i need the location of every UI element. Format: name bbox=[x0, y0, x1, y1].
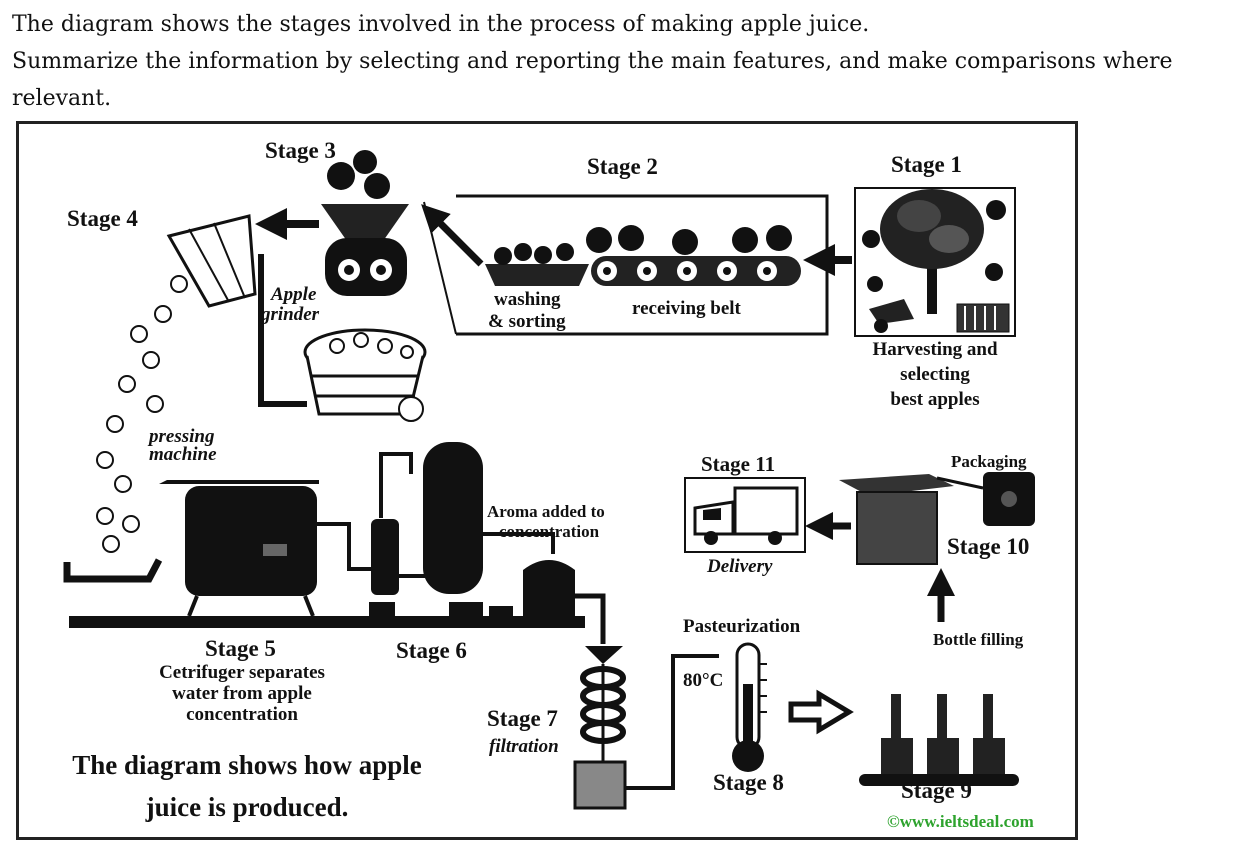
stage10-caption: Packaging bbox=[951, 452, 1027, 471]
arrow-stage2-to-stage3 bbox=[421, 204, 484, 267]
receiving-belt bbox=[586, 225, 801, 286]
stage9-caption: Bottle filling bbox=[933, 630, 1024, 649]
pipe-to-pasteurizer bbox=[625, 654, 719, 790]
stage8-caption: Pasteurization bbox=[683, 616, 801, 637]
stage11-caption: Delivery bbox=[707, 556, 773, 577]
stage1-caption-3: best apples bbox=[890, 389, 980, 410]
stage8-title: Stage 8 bbox=[713, 770, 784, 795]
stage4-title: Stage 4 bbox=[67, 206, 138, 231]
credit-link[interactable]: ©www.ieltsdeal.com bbox=[887, 812, 1034, 831]
pressing-pipe bbox=[63, 558, 163, 583]
tall-tank bbox=[423, 442, 483, 594]
stage9-title: Stage 9 bbox=[901, 778, 972, 803]
filter-coil bbox=[573, 646, 627, 810]
stage6-title: Stage 6 bbox=[396, 638, 467, 663]
stage5-title: Stage 5 bbox=[205, 636, 276, 661]
stage2-title: Stage 2 bbox=[587, 154, 658, 179]
diagram-frame: Stage 3 Stage 2 Stage 1 Stage 4 Apple gr… bbox=[16, 121, 1078, 840]
washing-label-1: washing bbox=[494, 289, 561, 310]
centrifuge-tank bbox=[159, 480, 319, 617]
stage1-caption: Harvesting and selecting best apples bbox=[849, 339, 1021, 410]
stage5-caption-3: concentration bbox=[186, 704, 298, 725]
washing-label-2: & sorting bbox=[488, 311, 566, 332]
pipes-stage5-6 bbox=[317, 452, 555, 578]
grinder-label-2: grinder bbox=[261, 304, 320, 325]
machine-base bbox=[69, 616, 585, 628]
delivery-truck-icon bbox=[684, 477, 806, 553]
stage3-title: Stage 3 bbox=[265, 138, 336, 163]
falling-apple-pieces bbox=[96, 275, 188, 553]
apple-bucket bbox=[303, 328, 427, 422]
stage1-title: Stage 1 bbox=[891, 152, 962, 177]
prompt-line-3: relevant. bbox=[12, 86, 112, 111]
aroma-label-2: concentration bbox=[499, 522, 600, 541]
packaging-machine bbox=[839, 472, 1035, 565]
aroma-label-1: Aroma added to bbox=[487, 502, 605, 521]
stage5-caption: Cetrifuger separates water from apple co… bbox=[137, 662, 347, 725]
thermometer-icon bbox=[732, 642, 767, 772]
stage1-caption-2: selecting bbox=[900, 364, 970, 385]
washing-tray bbox=[485, 243, 589, 286]
footer-line-2: juice is produced. bbox=[145, 792, 349, 822]
grinder-label-1: Apple bbox=[271, 284, 317, 305]
footer-line-1: The diagram shows how apple bbox=[72, 750, 422, 780]
apple-grinder bbox=[321, 150, 409, 296]
stage10-title: Stage 10 bbox=[947, 534, 1030, 559]
bottles bbox=[859, 694, 1019, 786]
prompt-line-2: Summarize the information by selecting a… bbox=[12, 49, 1173, 74]
stage11-title: Stage 11 bbox=[701, 452, 776, 476]
pouring-bucket bbox=[166, 214, 257, 308]
stage5-caption-1: Cetrifuger separates bbox=[159, 662, 325, 683]
arrow-stage8-to-stage9 bbox=[788, 689, 854, 735]
stage5-caption-2: water from apple bbox=[172, 683, 312, 704]
pressing-label-1: pressing bbox=[149, 426, 215, 447]
task-prompt: The diagram shows the stages involved in… bbox=[12, 6, 1227, 117]
pipe-to-filter bbox=[575, 593, 606, 644]
stage1-caption-1: Harvesting and bbox=[872, 339, 998, 360]
process-diagram bbox=[63, 150, 1035, 810]
stage7-title: Stage 7 bbox=[487, 706, 558, 731]
orchard-icon bbox=[854, 187, 1016, 337]
prompt-line-1: The diagram shows the stages involved in… bbox=[12, 12, 870, 37]
pipe-bucket bbox=[258, 254, 307, 407]
receiving-belt-label: receiving belt bbox=[632, 298, 741, 319]
temperature-label: 80°C bbox=[683, 670, 724, 691]
stage7-caption: filtration bbox=[489, 736, 559, 757]
pressing-label-2: machine bbox=[149, 444, 217, 465]
aroma-tank bbox=[523, 560, 575, 618]
small-tank bbox=[371, 519, 399, 595]
